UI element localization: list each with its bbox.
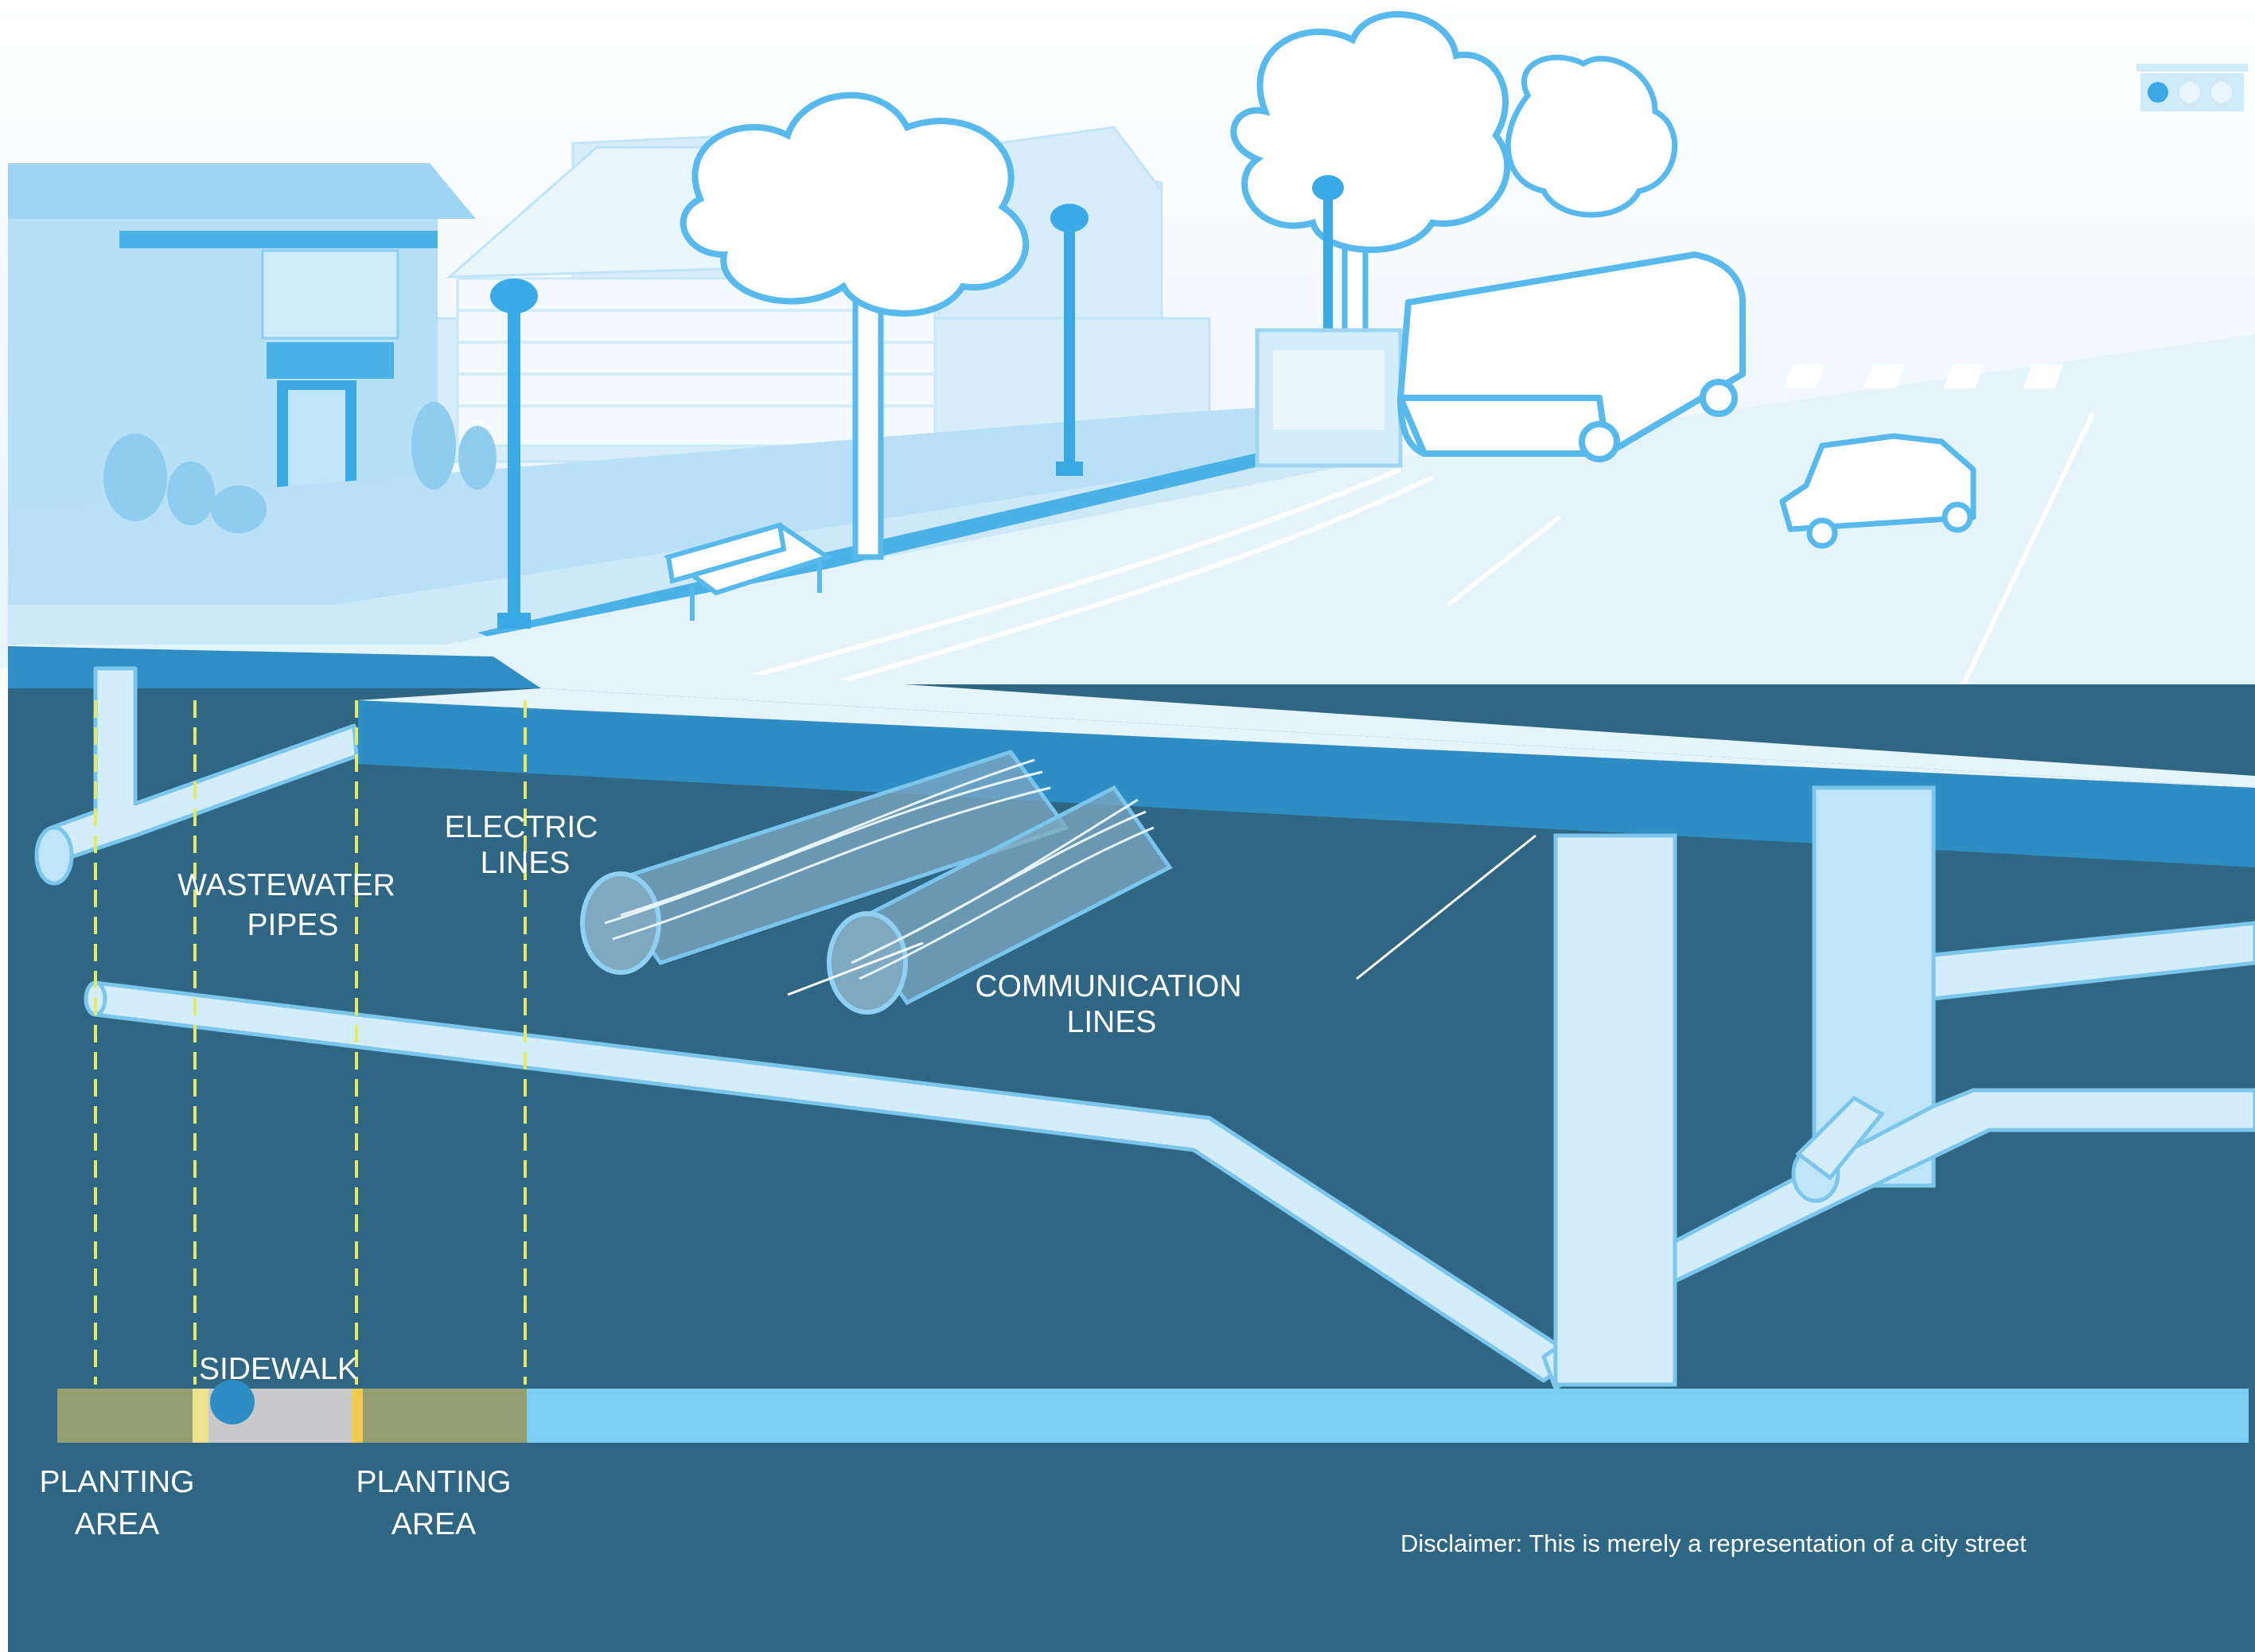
- tree: [1230, 11, 1511, 369]
- disclaimer-text: Disclaimer: This is merely a representat…: [1400, 1529, 2027, 1557]
- electric-label: ELECTRIC: [445, 810, 598, 844]
- tree: [680, 92, 1030, 560]
- street-lamp: [1050, 204, 1089, 476]
- planting-area-left-label-line2: AREA: [75, 1507, 159, 1541]
- bus-shelter: [1255, 328, 1403, 468]
- road-area: [527, 1389, 2249, 1443]
- house: [8, 163, 476, 521]
- planting-area-right: [363, 1389, 527, 1443]
- shrubs: [103, 402, 497, 533]
- car: [1779, 433, 1977, 549]
- curb-marker: [352, 1389, 363, 1443]
- manhole-icon: [210, 1380, 255, 1424]
- planting-area-left: [57, 1389, 193, 1443]
- electric-label-line2: LINES: [481, 846, 571, 880]
- sidewalk-label: SIDEWALK: [199, 1352, 358, 1386]
- curb-marker: [193, 1389, 208, 1443]
- traffic-signal-icon: [2136, 64, 2248, 111]
- conduit: [580, 750, 1070, 975]
- wastewater-label-line2: PIPES: [247, 908, 339, 942]
- street-lamp: [490, 279, 538, 629]
- planting-area-right-label: PLANTING: [356, 1465, 511, 1499]
- bench: [663, 522, 833, 621]
- street-scene: [0, 0, 2255, 788]
- conduit: [827, 785, 1173, 1015]
- surface-key-strip: [57, 1380, 2249, 1443]
- tree: [1505, 54, 1678, 218]
- curb-planting-line: [477, 446, 1313, 645]
- wastewater-label: WASTEWATER: [177, 868, 395, 902]
- storm-drain-verticals: [1553, 785, 2255, 1387]
- lawn: [8, 402, 1353, 605]
- communication-label-line2: LINES: [1067, 1005, 1157, 1039]
- guide-lines: [94, 700, 527, 1385]
- communication-conduits: [580, 750, 1173, 1015]
- planting-area-left-label: PLANTING: [39, 1465, 194, 1499]
- planting-area-right-label-line2: AREA: [391, 1507, 476, 1541]
- communication-label: COMMUNICATION: [975, 969, 1241, 1003]
- leader-lines: [787, 834, 1536, 996]
- bus: [1397, 251, 1746, 462]
